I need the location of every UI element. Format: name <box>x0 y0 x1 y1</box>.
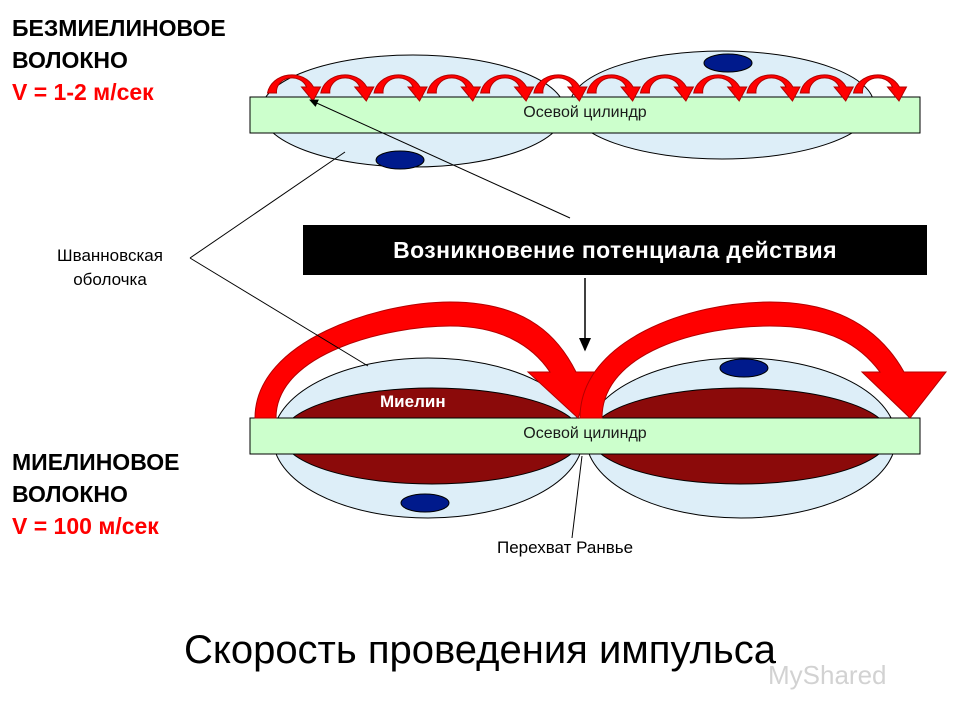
myelinated-title-line1: МИЕЛИНОВОЕ <box>12 449 180 475</box>
current-arc-6 <box>533 74 588 102</box>
current-arc-7 <box>586 74 641 102</box>
schwann-pointer-top <box>189 151 346 259</box>
node-of-ranvier-label: Перехват Ранвье <box>497 538 634 557</box>
action-potential-pointer-top <box>309 99 571 219</box>
axon-label-unmyelinated: Осевой цилиндр <box>523 104 647 121</box>
myelinated-fiber <box>249 301 948 519</box>
current-arc-4 <box>426 74 482 102</box>
action-potential-banner: Возникновение потенциала действия <box>303 225 927 275</box>
nucleus-myelinated-bottom-left <box>400 493 450 513</box>
axon-myelinated <box>249 417 921 455</box>
axon-unmyelinated <box>249 96 921 134</box>
myelinated-fiber-title: МИЕЛИНОВОЕ ВОЛОКНО V = 100 м/сек <box>12 446 179 542</box>
current-arcs <box>266 74 908 102</box>
current-arc-8 <box>639 74 695 102</box>
myelinated-speed: V = 100 м/сек <box>12 513 159 539</box>
nucleus-top-right <box>703 53 753 73</box>
schwann-pointer-bottom <box>189 257 369 367</box>
myelinated-title-line2: ВОЛОКНО <box>12 481 128 507</box>
schwann-label-line2: оболочка <box>73 270 147 289</box>
current-arc-5 <box>479 74 535 102</box>
ranvier-pointer <box>571 455 583 539</box>
schwann-label-line1: Шванновская <box>57 246 163 265</box>
myelin-label: Миелин <box>380 392 446 411</box>
nucleus-myelinated-top-right <box>719 358 769 378</box>
slide-title: Скорость проведения импульса <box>183 628 776 672</box>
current-arc-2 <box>320 74 375 102</box>
current-arc-11 <box>799 74 855 102</box>
unmyelinated-title-line1: БЕЗМИЕЛИНОВОЕ <box>12 15 226 41</box>
current-arc-9 <box>693 74 748 102</box>
schwann-sheath-label: Шванновская оболочка <box>30 244 190 292</box>
unmyelinated-fiber-title: БЕЗМИЕЛИНОВОЕ ВОЛОКНО V = 1-2 м/сек <box>12 12 226 108</box>
current-arc-12 <box>852 74 908 102</box>
watermark: MyShared <box>768 660 887 690</box>
unmyelinated-title-line2: ВОЛОКНО <box>12 47 128 73</box>
unmyelinated-fiber <box>249 50 921 170</box>
axon-label-myelinated: Осевой цилиндр <box>523 425 647 442</box>
unmyelinated-speed: V = 1-2 м/сек <box>12 79 154 105</box>
current-arc-10 <box>746 74 801 102</box>
saltatory-arrow-right <box>579 301 948 419</box>
current-arc-3 <box>373 74 428 102</box>
nucleus-bottom-left <box>375 150 425 170</box>
